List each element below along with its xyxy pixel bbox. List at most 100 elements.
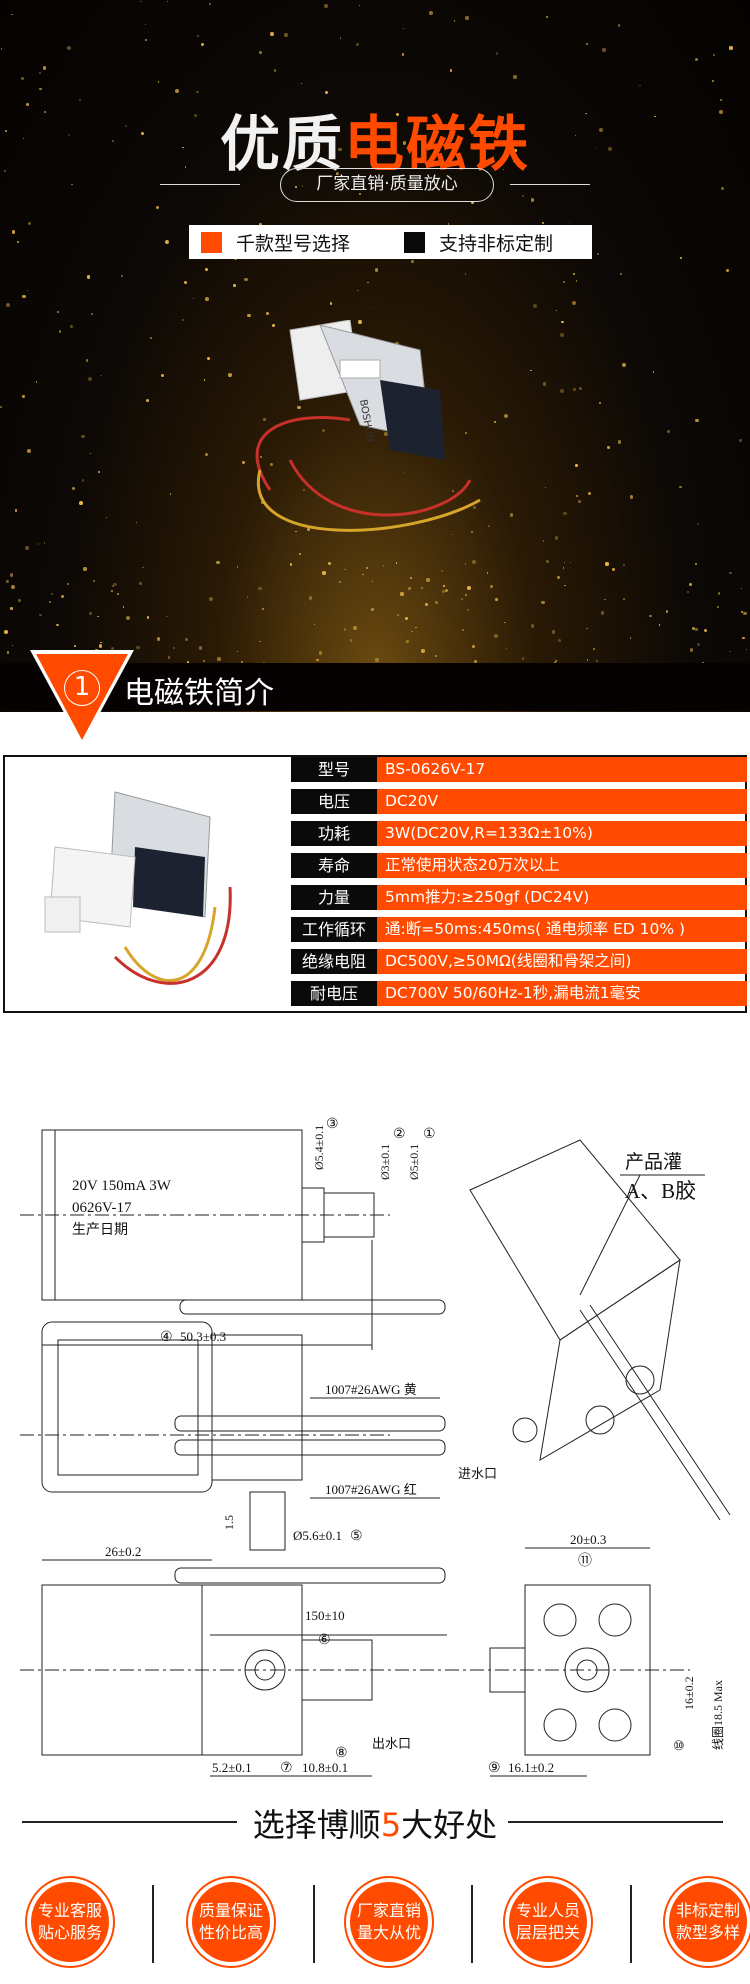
sparkle (87, 275, 91, 279)
dim-label: 1.5 (222, 1515, 236, 1530)
benefit-line: 层层把关 (515, 1923, 580, 1942)
sparkle (260, 456, 263, 459)
sparkle (7, 651, 10, 654)
technical-drawing: 20V 150mA 3W 0626V-17 生产日期 ④ 50.3±0.3 Ø5… (20, 1117, 731, 1777)
divider (510, 184, 590, 185)
sparkle (236, 651, 238, 653)
sparkle (426, 577, 430, 582)
sparkle (242, 460, 246, 465)
sparkle (10, 573, 14, 577)
sparkle (58, 330, 62, 333)
sparkle (554, 659, 557, 662)
sparkle (357, 289, 359, 292)
sparkle (247, 313, 251, 318)
sparkle (150, 337, 152, 339)
sparkle (22, 395, 25, 398)
sparkle (175, 89, 180, 93)
sparkle (595, 659, 598, 662)
sparkle (726, 268, 730, 273)
sparkle (435, 601, 438, 604)
dim-label: 26±0.2 (105, 1544, 141, 1559)
sparkle (649, 614, 652, 617)
hero-banner: 优质电磁铁 厂家直销·质量放心 千款型号选择 支持非标定制 BOSHUN (0, 0, 750, 712)
sparkle (606, 445, 610, 450)
sparkle (3, 169, 6, 172)
sparkle (343, 628, 347, 631)
sparkle (465, 16, 469, 20)
sparkle (729, 650, 731, 653)
sparkle (599, 128, 603, 133)
sparkle (209, 597, 213, 601)
sparkle (587, 492, 591, 495)
benefit-line: 厂家直销 (356, 1901, 421, 1920)
dim-label: 50.3±0.3 (180, 1329, 226, 1344)
sparkle (447, 223, 450, 225)
dim-label: Ø3±0.1 (378, 1144, 392, 1180)
sparkle (81, 478, 85, 482)
sparkle (309, 159, 313, 163)
sparkle (572, 301, 577, 306)
sparkle (384, 432, 388, 437)
sparkle (349, 639, 353, 642)
sparkle (147, 616, 150, 619)
sparkle (629, 495, 634, 499)
sparkle (274, 69, 277, 72)
sparkle (738, 439, 742, 443)
sparkle (227, 372, 232, 377)
sparkle (395, 562, 398, 564)
sparkle (493, 421, 496, 424)
benefit-circle: 质量保证性价比高 (192, 1882, 270, 1962)
sparkle (600, 611, 605, 615)
slogan-pill: 厂家直销·质量放心 (280, 168, 494, 202)
sparkle (258, 51, 262, 55)
sparkle (513, 75, 517, 79)
sparkle (465, 594, 467, 596)
side-view-middle (20, 1321, 446, 1561)
sparkle (578, 500, 581, 504)
benefit-badge: 专业客服贴心服务 (25, 1876, 115, 1968)
sparkle (551, 630, 556, 634)
sparkle (495, 598, 498, 602)
sparkle (541, 221, 544, 224)
sparkle (206, 356, 210, 361)
sparkle (184, 280, 188, 284)
sparkle (340, 37, 342, 39)
sparkle (35, 381, 37, 383)
sparkle (585, 112, 587, 115)
sparkle (71, 183, 73, 186)
sparkle (125, 616, 130, 620)
sparkle (464, 273, 467, 276)
sparkle (39, 72, 41, 74)
sparkle (303, 602, 305, 605)
sparkle (356, 42, 360, 46)
sparkle (441, 589, 445, 594)
sparkle (122, 606, 124, 608)
sparkle (579, 387, 583, 391)
sparkle (5, 130, 8, 132)
sparkle (741, 588, 743, 590)
sparkle (138, 582, 142, 585)
dim-label: 20±0.3 (570, 1532, 606, 1547)
sparkle (465, 432, 467, 435)
sparkle (689, 648, 693, 652)
sparkle (74, 645, 77, 648)
sparkle (617, 24, 621, 27)
sparkle (679, 256, 683, 260)
sparkle (629, 637, 632, 640)
section-number: 1 (64, 670, 100, 706)
sparkle (0, 48, 3, 50)
dim-number: ⑦ (280, 1761, 293, 1776)
sparkle (742, 636, 745, 639)
sparkle (11, 13, 13, 16)
sparkle (466, 608, 470, 612)
dim-number: ⑪ (578, 1553, 592, 1569)
dim-number: ① (423, 1127, 436, 1142)
slogan: 厂家直销·质量放心 (160, 168, 590, 202)
dim-label: Ø5.6±0.1 (293, 1528, 342, 1543)
drawing-label: 生产日期 (72, 1222, 128, 1238)
sparkle (530, 624, 535, 628)
sparkle (474, 660, 477, 663)
sparkle (197, 35, 199, 37)
sparkle (100, 374, 102, 377)
sparkle (452, 534, 454, 536)
